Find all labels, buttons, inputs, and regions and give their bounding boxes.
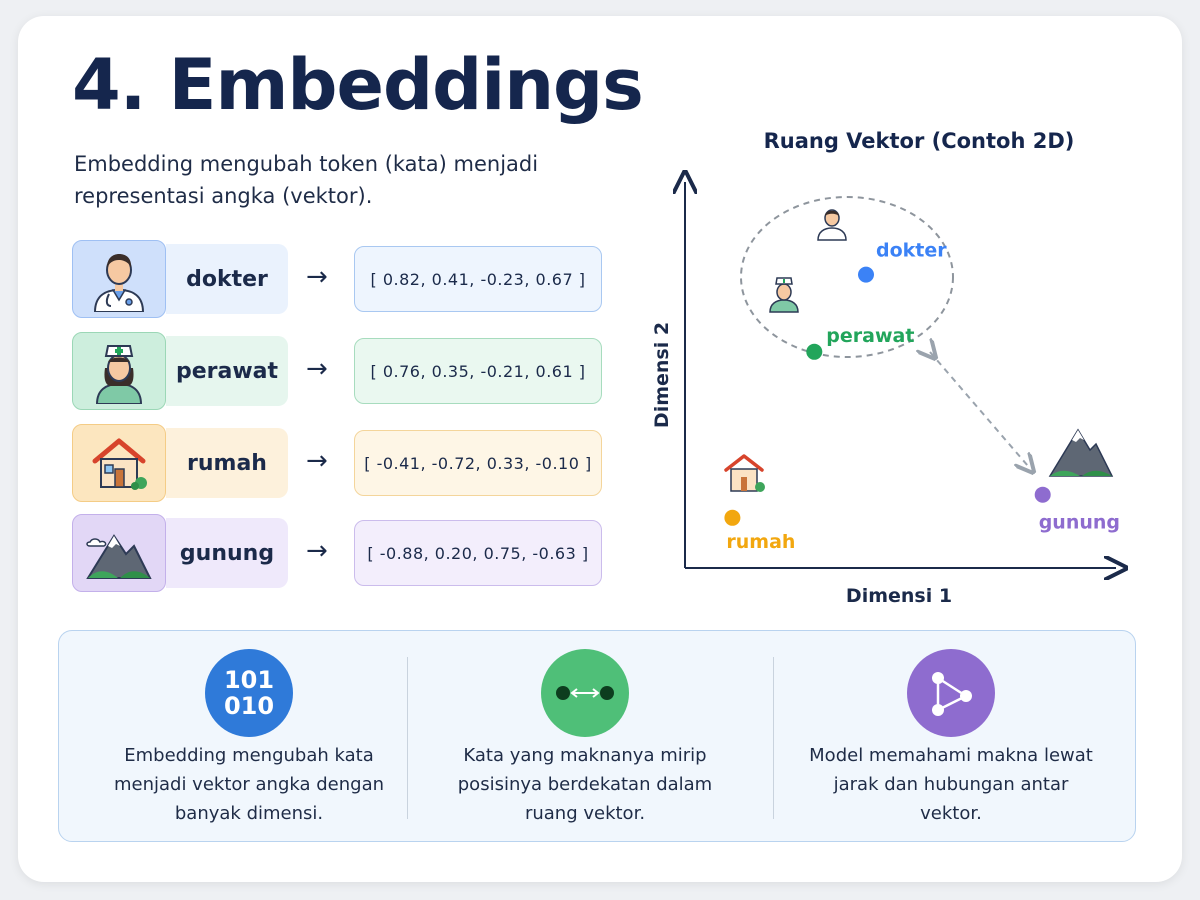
label-gunung: gunung [1039,512,1120,534]
similarity-cluster [740,196,954,358]
page-title: 4. Embeddings [72,44,644,126]
doctor-icon [72,240,166,318]
point-gunung [1034,486,1051,503]
nurse-icon [72,332,166,410]
x-axis-label: Dimensi 1 [846,585,952,607]
network-icon [907,649,995,737]
vector-perawat: [ 0.76, 0.35, -0.21, 0.61 ] [354,338,602,404]
mountain-icon [72,514,166,592]
vector-dokter: [ 0.82, 0.41, -0.23, 0.67 ] [354,246,602,312]
word-dokter: dokter [166,244,288,314]
word-rumah: rumah [166,428,288,498]
binary-icon: 101 010 [205,649,293,737]
subtitle: Embedding mengubah token (kata) menjadi … [74,152,539,208]
vector-space-svg: Ruang Vektor (Contoh 2D) Dimensi 1 Dimen… [651,129,1140,607]
word-perawat: perawat [166,336,288,406]
mountain-marker-icon [1048,428,1114,477]
arrow-icon: → [306,536,328,566]
label-perawat: perawat [826,325,914,347]
word-gunung: gunung [166,518,288,588]
distance-icon [541,649,629,737]
y-axis-label: Dimensi 2 [651,322,673,428]
feature-distance: Kata yang maknanya mirip posisinya berde… [415,631,755,843]
feature-network-text: Model memahami makna lewat jarak dan hub… [809,745,1093,824]
embedding-row-gunung: gunung → [ -0.88, 0.20, 0.75, -0.63 ] [72,514,612,592]
feature-distance-text: Kata yang maknanya mirip posisinya berde… [457,745,713,824]
arrow-icon: → [306,354,328,384]
feature-binary: 101 010 Embedding mengubah kata menjadi … [79,631,419,843]
chart-title: Ruang Vektor (Contoh 2D) [764,129,1075,153]
point-perawat [806,343,823,360]
distance-arrow [930,352,1028,466]
arrow-icon: → [306,262,328,292]
vector-gunung: [ -0.88, 0.20, 0.75, -0.63 ] [354,520,602,586]
feature-network: Model memahami makna lewat jarak dan hub… [781,631,1121,843]
binary-icon-text: 101 010 [223,666,275,720]
divider [407,657,408,819]
feature-binary-text: Embedding mengubah kata menjadi vektor a… [113,745,385,824]
vector-rumah: [ -0.41, -0.72, 0.33, -0.10 ] [354,430,602,496]
point-dokter [858,266,874,283]
house-marker-icon [724,454,765,492]
vector-space-chart: Ruang Vektor (Contoh 2D) Dimensi 1 Dimen… [640,120,1140,620]
embedding-row-rumah: rumah → [ -0.41, -0.72, 0.33, -0.10 ] [72,424,612,502]
embedding-row-dokter: dokter → [ 0.82, 0.41, -0.23, 0.67 ] [72,240,612,318]
arrow-icon: → [306,446,328,476]
info-panel: 101 010 Embedding mengubah kata menjadi … [58,630,1136,842]
nurse-marker-icon [769,277,799,313]
divider [773,657,774,819]
label-dokter: dokter [876,240,947,262]
embedding-row-perawat: perawat → [ 0.76, 0.35, -0.21, 0.61 ] [72,332,612,410]
label-rumah: rumah [726,531,795,553]
point-rumah [724,509,741,526]
house-icon [72,424,166,502]
doctor-marker-icon [817,209,847,241]
